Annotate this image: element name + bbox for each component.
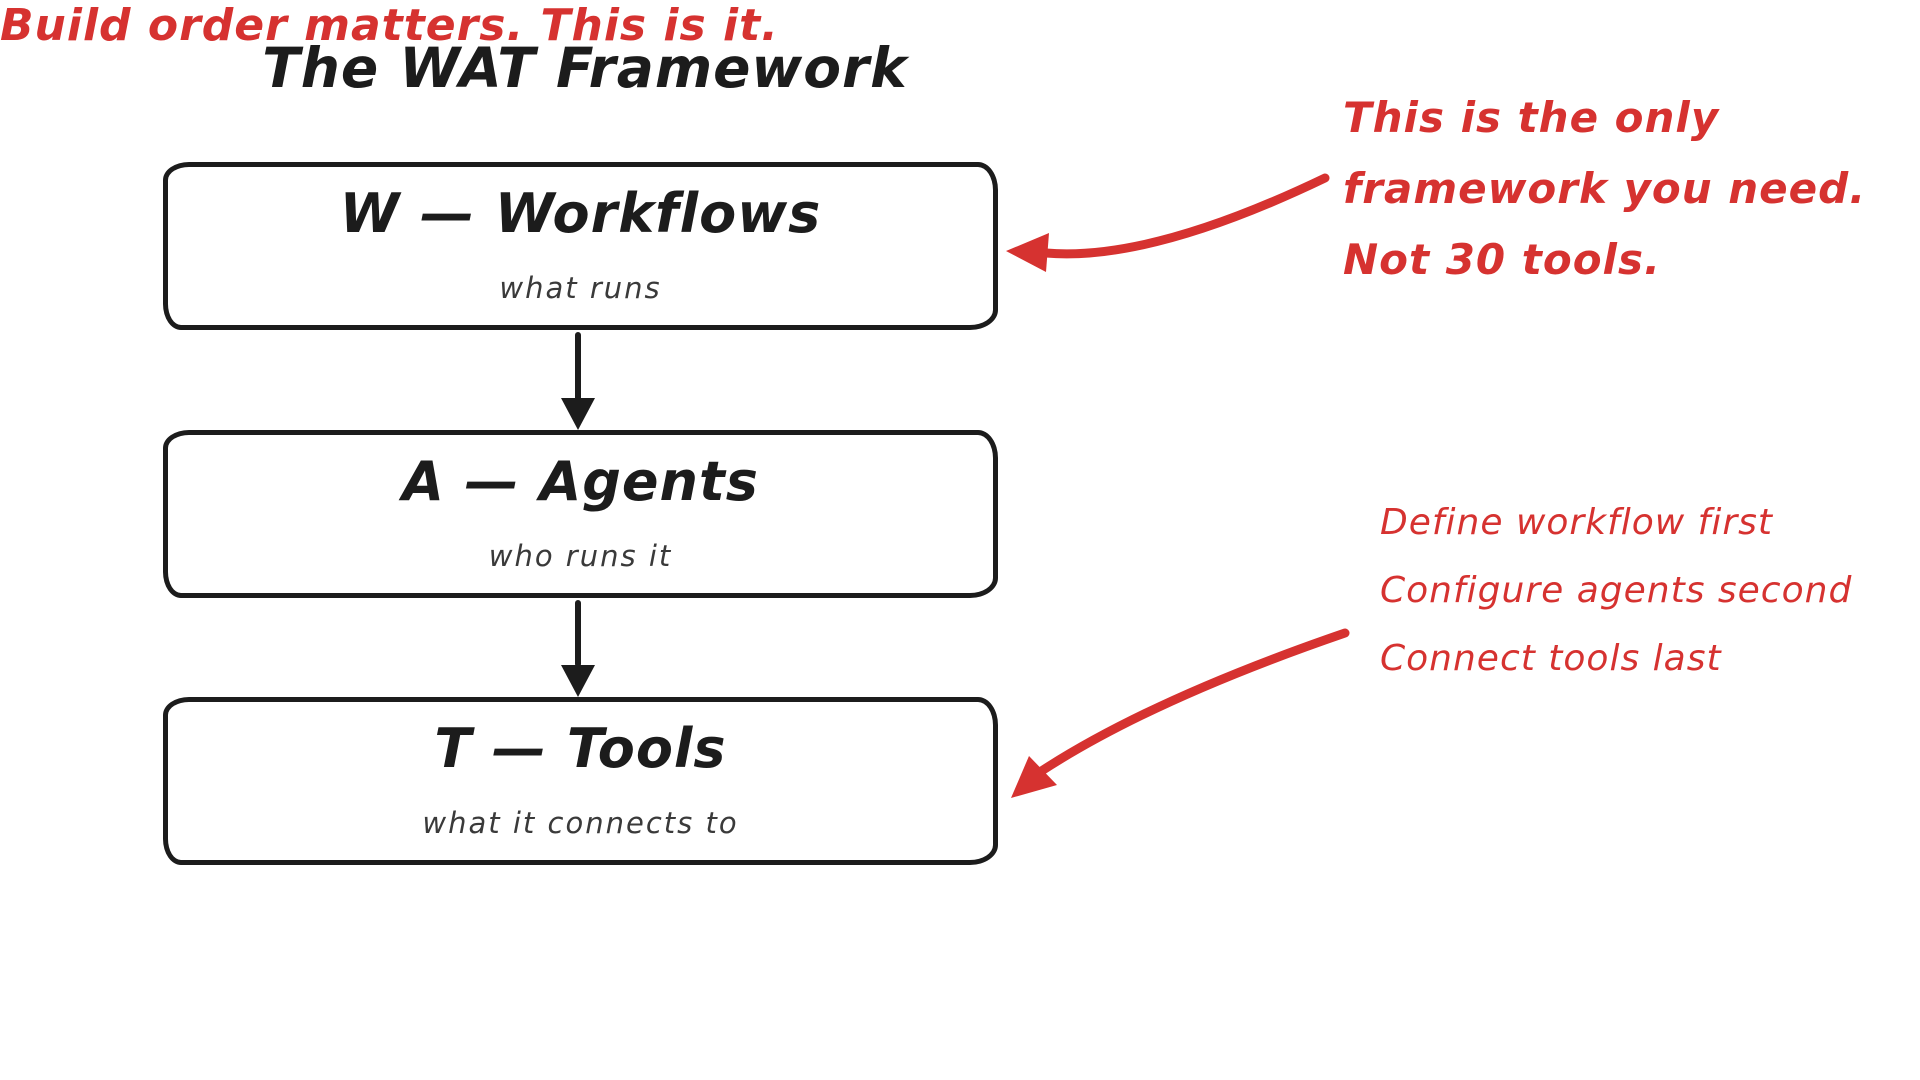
annotation-top-line: This is the only xyxy=(1343,93,1720,142)
down-arrow-shaft xyxy=(575,600,581,667)
annotation-top-line: Not 30 tools. xyxy=(1343,235,1661,284)
annotation-top-right: This is the only framework you need. Not… xyxy=(1343,82,1866,295)
down-arrow-head xyxy=(561,398,595,430)
curved-red-arrow-bottom-head xyxy=(1011,756,1057,798)
diagram-title: The WAT Framework xyxy=(262,36,908,100)
box-tools-sublabel: what it connects to xyxy=(422,806,739,841)
down-arrow-icon xyxy=(561,332,595,430)
down-arrow-icon xyxy=(561,600,595,697)
box-agents: A — Agents who runs it xyxy=(163,430,998,598)
annotation-top-line: framework you need. xyxy=(1343,164,1867,213)
down-arrow-head xyxy=(561,665,595,697)
box-workflows: W — Workflows what runs xyxy=(163,162,998,330)
annotation-bottom-caption: Build order matters. This is it. xyxy=(0,0,779,51)
annotation-mid-right: Define workflow first Configure agents s… xyxy=(1380,489,1852,693)
curved-red-arrow-top-icon xyxy=(1041,173,1330,259)
box-agents-heading: A — Agents xyxy=(402,450,759,513)
annotation-mid-line: Configure agents second xyxy=(1380,570,1853,611)
down-arrow-shaft xyxy=(575,332,581,402)
curved-red-arrow-bottom-icon xyxy=(1035,628,1350,777)
box-workflows-heading: W — Workflows xyxy=(339,182,822,245)
box-agents-sublabel: who runs it xyxy=(488,539,673,574)
annotation-mid-line: Connect tools last xyxy=(1380,638,1722,679)
curved-red-arrow-top-head xyxy=(1006,233,1049,272)
box-workflows-sublabel: what runs xyxy=(499,271,662,306)
box-tools-heading: T — Tools xyxy=(434,717,727,780)
annotation-mid-line: Define workflow first xyxy=(1380,502,1774,543)
box-tools: T — Tools what it connects to xyxy=(163,697,998,865)
